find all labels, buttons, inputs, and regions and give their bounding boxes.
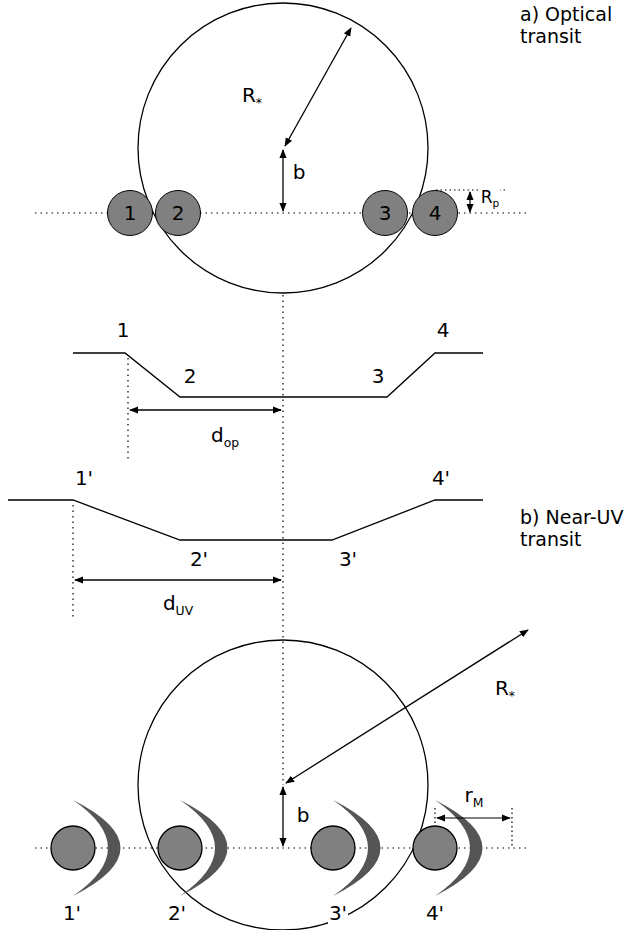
planet-disk: 1: [107, 190, 153, 236]
panel-title: a) Optical transit: [519, 4, 639, 48]
bow-shock-crescents: [73, 800, 483, 896]
contact-number: 2': [189, 548, 209, 571]
distance-arrow: [75, 579, 281, 580]
magnetosphere-arrow: [437, 817, 510, 818]
contact-number: 1: [124, 203, 137, 223]
contact-number: 2: [172, 203, 185, 223]
impact-arrow: [282, 150, 283, 211]
planet-disk: 3: [362, 190, 408, 236]
uv-light-curve: [8, 500, 483, 540]
contact-number: 2: [183, 365, 198, 388]
planet-radius-arrow: [469, 192, 470, 212]
dimension-label: b: [292, 161, 307, 184]
star-disk: [138, 640, 428, 930]
contact-number: 3': [338, 548, 358, 571]
contact-number: 3': [328, 902, 348, 925]
radius-arrow: [285, 28, 351, 146]
dimension-label: b: [296, 804, 311, 827]
distance-arrow: [130, 409, 281, 410]
contact-number: 3: [379, 203, 392, 223]
contact-guide: [127, 358, 128, 462]
optical-light-curve: [73, 353, 483, 397]
dimension-label: rM: [464, 784, 485, 810]
panel-title: b) Near-UV transit: [519, 507, 639, 551]
contact-number: 4': [425, 902, 445, 925]
planet-disks: [51, 826, 457, 870]
extent-guide: [434, 808, 435, 826]
contact-number: 3: [371, 365, 386, 388]
dimension-label: R*: [241, 84, 263, 110]
impact-arrow: [282, 787, 283, 846]
dimension-label: dUV: [162, 592, 194, 618]
dimension-label: R*: [494, 677, 516, 703]
contact-number: 1: [116, 319, 131, 342]
contact-number: 4: [429, 203, 442, 223]
contact-number: 4: [436, 319, 451, 342]
star-disk: [138, 3, 428, 293]
dimension-label: dop: [210, 424, 240, 450]
contact-number: 2': [167, 902, 187, 925]
contact-number: 1': [62, 902, 82, 925]
planet-disk: 2: [155, 190, 201, 236]
contact-number: 4': [431, 467, 451, 490]
dimension-label: Rp: [480, 188, 501, 210]
planet-disk: 4: [412, 190, 458, 236]
radius-arrow: [286, 630, 528, 783]
contact-guide: [72, 505, 73, 620]
contact-number: 1': [74, 467, 94, 490]
extent-guide: [511, 808, 512, 848]
